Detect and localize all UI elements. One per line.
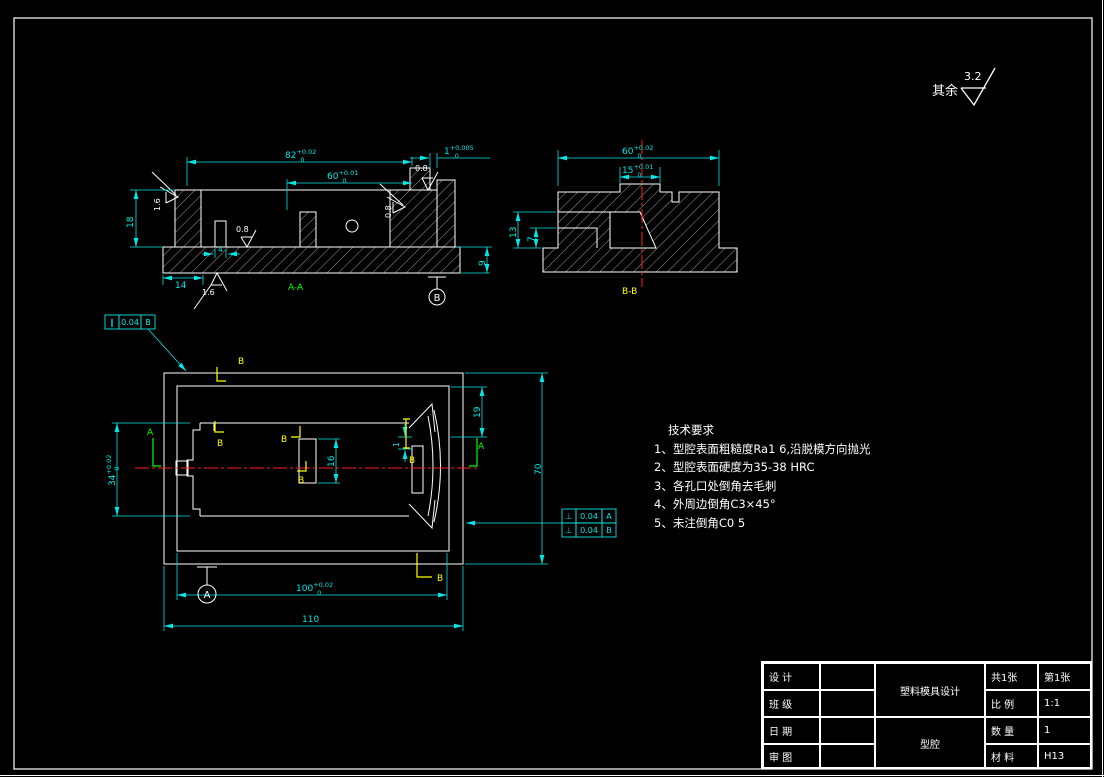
- value-design: [820, 663, 875, 690]
- section-aa-finish-values: 0.8 1.6 1.6 0.8 0.8: [153, 164, 428, 297]
- section-aa-dimensions: [130, 153, 492, 285]
- section-aa-finish-symbols: [159, 171, 439, 292]
- roughness-icon: [960, 67, 996, 107]
- cut-mark-b: B: [238, 357, 244, 367]
- technical-requirements: 技术要求 1、型腔表面粗糙度Ra1 6,沿脱模方向抛光 2、型腔表面硬度为35-…: [654, 421, 904, 532]
- tech-req-item: 2、型腔表面硬度为35-38 HRC: [654, 460, 815, 474]
- label-material: 材 料: [985, 744, 1038, 769]
- value-scale: 1:1: [1038, 690, 1092, 717]
- value-date: [820, 717, 875, 744]
- section-aa-geometry: [151, 167, 461, 310]
- datum-a-letter: A: [204, 590, 211, 601]
- dim-14: 14: [175, 281, 187, 291]
- dim-1: 1: [392, 442, 401, 447]
- finish-value: 0.8: [384, 205, 393, 218]
- datum-b-symbol: B: [428, 276, 446, 306]
- tech-req-item: 4、外周边倒角C3×45°: [654, 497, 776, 511]
- roughness-icon: [421, 171, 439, 192]
- finish-value: 1.6: [202, 288, 215, 297]
- plan-section-marks-b: [214, 367, 432, 578]
- label-design: 设 计: [763, 663, 820, 690]
- sheets-total: 共1张: [985, 663, 1038, 690]
- dim-70: 70: [534, 463, 544, 475]
- fcf-perpendicularity: ⊥ 0.04 A ⊥ 0.04 B: [561, 508, 617, 538]
- dim-16: 16: [327, 455, 337, 467]
- label-date: 日 期: [763, 717, 820, 744]
- svg-text:0.04: 0.04: [121, 318, 139, 327]
- label-class: 班 级: [763, 690, 820, 717]
- cut-mark-a-right: A: [478, 442, 485, 452]
- finish-value: 0.8: [236, 225, 249, 234]
- roughness-icon: [210, 271, 228, 292]
- fcf-parallelism: ∥ 0.04 B: [104, 314, 156, 330]
- plan-dimensions: [112, 328, 562, 631]
- svg-text:B: B: [145, 318, 151, 327]
- project-title: 塑料模具设计: [875, 663, 985, 717]
- finish-value: 0.8: [415, 164, 428, 173]
- cut-mark-b: B: [281, 435, 287, 445]
- datum-a-symbol: A: [197, 566, 217, 604]
- datum-b-letter: B: [434, 293, 441, 304]
- surface-note-prefix: 其余: [932, 83, 958, 99]
- label-review: 审 图: [763, 744, 820, 769]
- parallelism-icon: ∥: [110, 318, 114, 327]
- value-class: [820, 690, 875, 717]
- dim-9: 9: [478, 260, 488, 266]
- roughness-icon: [240, 229, 257, 249]
- section-bb-label: B-B: [622, 287, 637, 297]
- section-bb-dimensions: [513, 150, 720, 249]
- cut-mark-a-left: A: [147, 428, 154, 438]
- svg-text:B: B: [606, 526, 612, 535]
- perpendicularity-icon: ⊥: [566, 512, 573, 521]
- svg-text:0.04: 0.04: [580, 512, 598, 521]
- cut-mark-b: B: [437, 574, 443, 584]
- plan-section-marks-a: [152, 438, 478, 467]
- value-review: [820, 744, 875, 769]
- dim-19: 19: [473, 406, 483, 418]
- svg-text:A: A: [606, 512, 612, 521]
- part-name: 型腔: [875, 717, 985, 769]
- dim-13: 13: [509, 227, 519, 238]
- surface-note-value: 3.2: [964, 70, 982, 83]
- dim-18: 18: [126, 216, 136, 228]
- dim-4: 4: [218, 245, 223, 254]
- tech-req-item: 5、未注倒角C0 5: [654, 515, 746, 530]
- dim-110: 110: [302, 615, 319, 625]
- finish-value: 1.6: [153, 198, 162, 211]
- tech-req-item: 1、型腔表面粗糙度Ra1 6,沿脱模方向抛光: [654, 441, 871, 456]
- dim-7: 7: [527, 236, 537, 242]
- surface-finish-note: 其余 3.2: [932, 67, 996, 107]
- section-aa-label: A-A: [288, 283, 304, 293]
- perpendicularity-icon: ⊥: [566, 526, 573, 535]
- cut-mark-b: B: [217, 439, 223, 449]
- svg-text:0.04: 0.04: [580, 526, 598, 535]
- sheet-number: 第1张: [1038, 663, 1092, 690]
- roughness-icon: [386, 196, 407, 214]
- tech-req-item: 3、各孔口处倒角去毛刺: [654, 478, 777, 493]
- label-qty: 数 量: [985, 717, 1038, 744]
- section-bb-geometry: [542, 183, 738, 273]
- label-scale: 比 例: [985, 690, 1038, 717]
- value-qty: 1: [1038, 717, 1092, 744]
- title-block: 设 计 塑料模具设计 共1张 第1张 班 级 比 例 1:1 日 期 型腔 数 …: [761, 661, 1092, 769]
- dim-34: 34+0.020: [105, 455, 121, 486]
- cut-mark-b: B: [298, 476, 304, 486]
- cut-mark-b: B: [409, 456, 415, 466]
- tech-req-title: 技术要求: [668, 423, 714, 437]
- value-material: H13: [1038, 744, 1092, 769]
